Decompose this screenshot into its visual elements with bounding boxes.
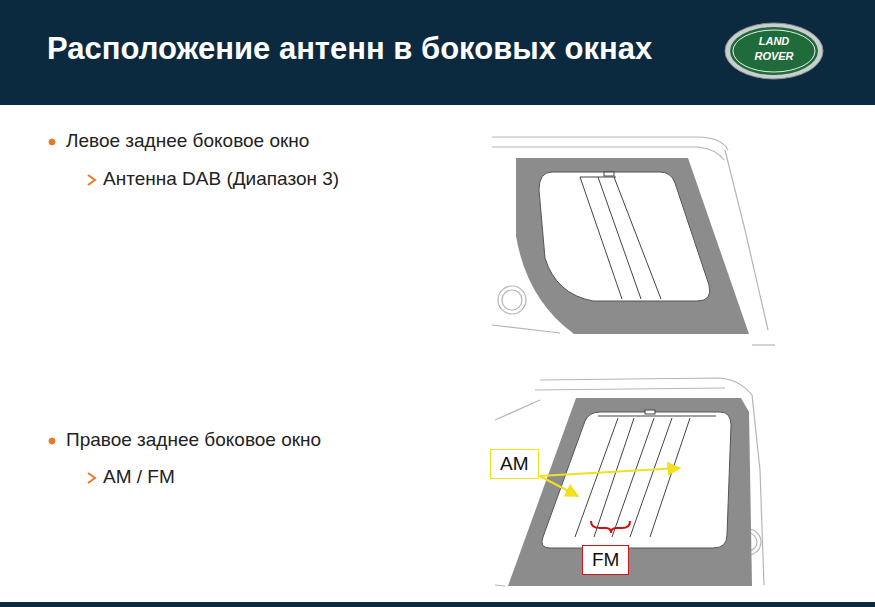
bullet-text: Правое заднее боковое окно <box>66 429 321 451</box>
callout-text: AM <box>500 453 529 475</box>
bullet-text: Левое заднее боковое окно <box>66 130 309 152</box>
am-callout-box: AM <box>490 449 539 479</box>
land-rover-logo <box>725 23 823 79</box>
header-band <box>0 0 875 105</box>
slide-title: Расположение антенн в боковых окнах <box>47 31 652 67</box>
leader-arrow <box>540 468 681 476</box>
logo-text: ROVER <box>754 51 793 62</box>
leader-arrow <box>540 476 579 496</box>
sub-bullet-text: AM / FM <box>103 466 175 488</box>
left-rear-window-illustration <box>492 137 775 345</box>
callout-text: FM <box>592 549 619 571</box>
right-rear-window-illustration <box>495 378 764 586</box>
logo-text: LAND <box>759 36 790 47</box>
fm-callout-box: FM <box>582 545 629 575</box>
sub-bullet-text: Антенна DAB (Диапазон 3) <box>103 168 339 190</box>
fm-brace <box>591 521 630 533</box>
footer-line <box>0 602 875 607</box>
